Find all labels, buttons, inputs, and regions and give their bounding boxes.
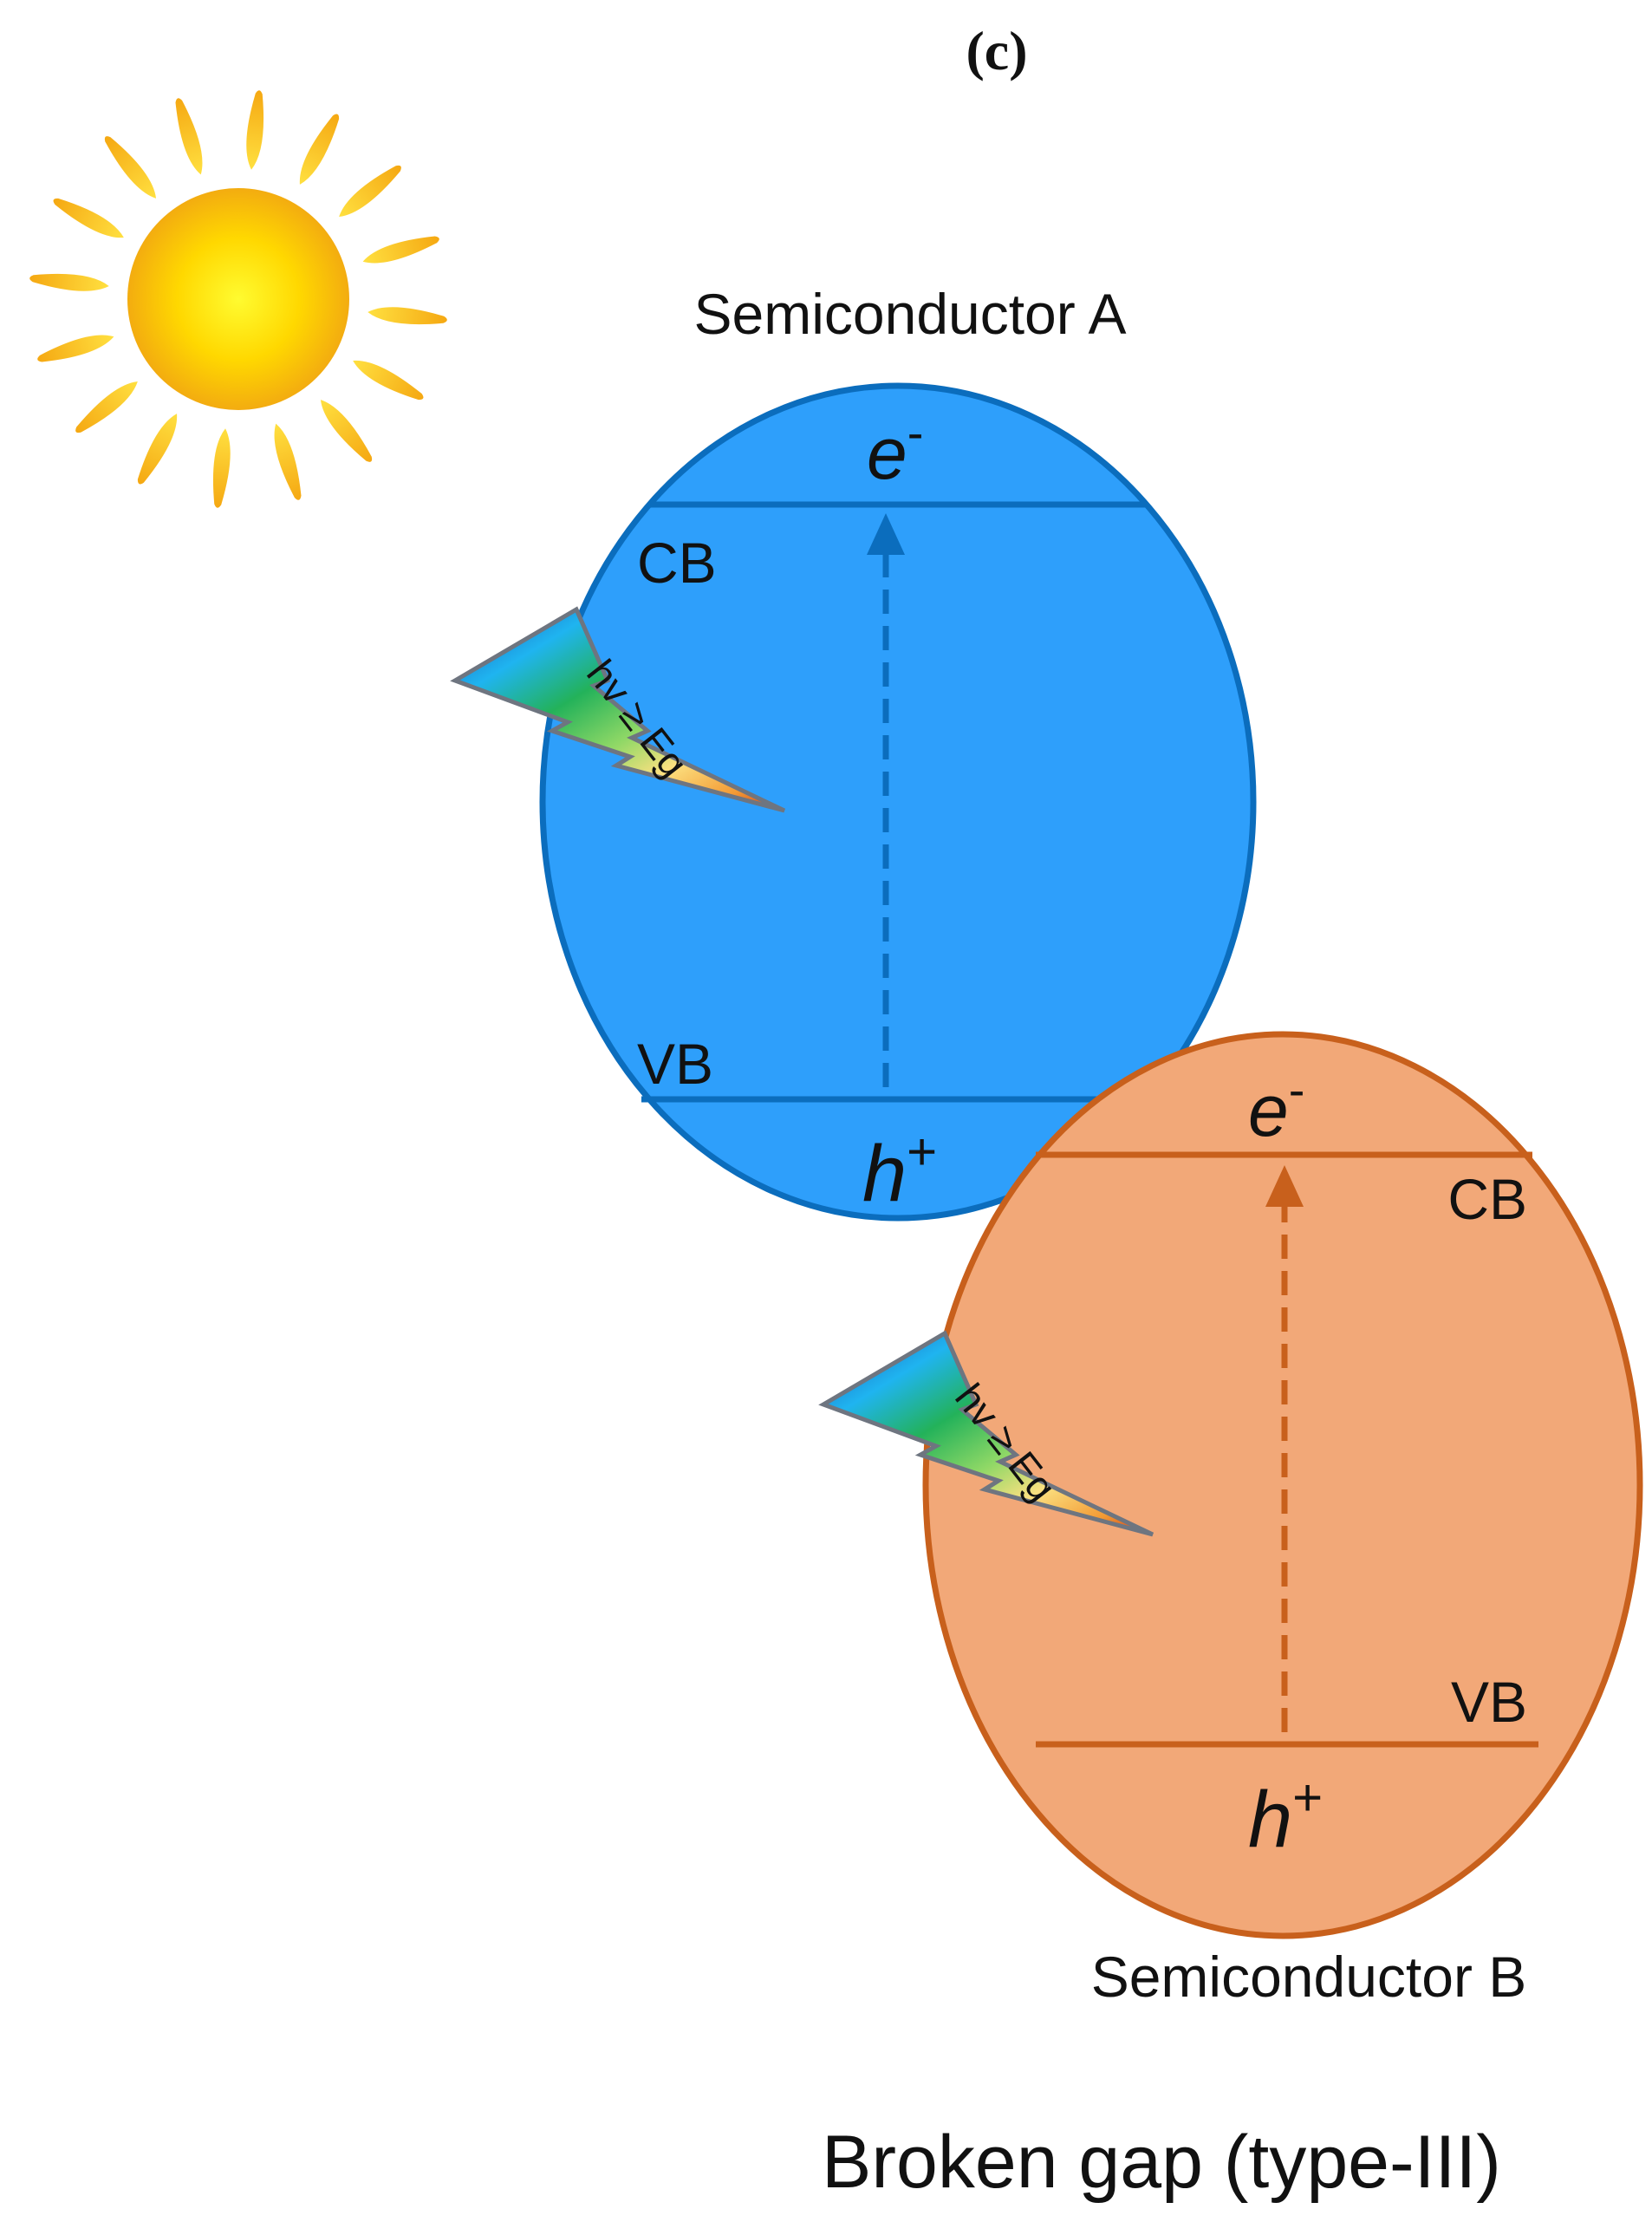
sun-ray bbox=[299, 114, 340, 185]
sun-ray bbox=[75, 381, 138, 433]
semiconductor-b-hole: h+ bbox=[1248, 1769, 1323, 1864]
diagram-caption: Broken gap (type-III) bbox=[822, 2121, 1501, 2204]
semiconductor-a-hole: h+ bbox=[862, 1123, 937, 1218]
semiconductor-b-hole-symbol: h bbox=[1248, 1776, 1292, 1864]
semiconductor-b-electron-symbol: e bbox=[1248, 1070, 1289, 1151]
semiconductor-b-vb-label: VB bbox=[1451, 1670, 1527, 1734]
sun-ray bbox=[246, 90, 264, 170]
semiconductor-b-electron-charge: - bbox=[1289, 1062, 1305, 1117]
semiconductor-b-name: Semiconductor B bbox=[1091, 1945, 1527, 2009]
sun-ray bbox=[37, 335, 114, 362]
semiconductor-a: CB VB e- h+ bbox=[539, 382, 1257, 1222]
semiconductor-a-cb-label: CB bbox=[637, 531, 717, 595]
semiconductor-a-arrowhead bbox=[867, 513, 905, 555]
semiconductor-a-vb-label: VB bbox=[637, 1032, 713, 1096]
semiconductor-b-arrowhead bbox=[1265, 1165, 1304, 1207]
panel-label: (c) bbox=[966, 20, 1027, 81]
sun-ray bbox=[104, 136, 157, 199]
sun-disc bbox=[127, 188, 349, 410]
semiconductor-a-hole-charge: + bbox=[907, 1123, 937, 1181]
semiconductor-a-electron-symbol: e bbox=[867, 413, 907, 494]
sun-ray bbox=[137, 414, 178, 485]
semiconductor-b-cb-label: CB bbox=[1447, 1167, 1527, 1231]
sun-ray bbox=[320, 400, 373, 462]
semiconductor-a-name: Semiconductor A bbox=[694, 282, 1127, 346]
sun-ray bbox=[362, 236, 439, 264]
semiconductor-b: CB VB e- h+ bbox=[922, 1031, 1643, 1939]
semiconductor-a-electron-charge: - bbox=[907, 405, 924, 459]
semiconductor-b-body bbox=[922, 1031, 1643, 1939]
semiconductor-b-electron: e- bbox=[1248, 1062, 1304, 1151]
sun-ray bbox=[353, 360, 424, 401]
semiconductor-a-body bbox=[539, 382, 1257, 1222]
semiconductor-b-hole-charge: + bbox=[1292, 1769, 1323, 1827]
sun-ray bbox=[175, 98, 203, 175]
sun-icon bbox=[29, 90, 447, 508]
semiconductor-a-electron: e- bbox=[867, 405, 923, 494]
semiconductor-a-hole-symbol: h bbox=[862, 1130, 907, 1218]
sun-ray bbox=[53, 198, 124, 238]
sun-ray bbox=[274, 423, 302, 500]
sun-ray bbox=[367, 307, 447, 325]
sun-ray bbox=[339, 165, 401, 218]
sun-ray bbox=[212, 428, 231, 508]
sun-ray bbox=[29, 273, 109, 291]
